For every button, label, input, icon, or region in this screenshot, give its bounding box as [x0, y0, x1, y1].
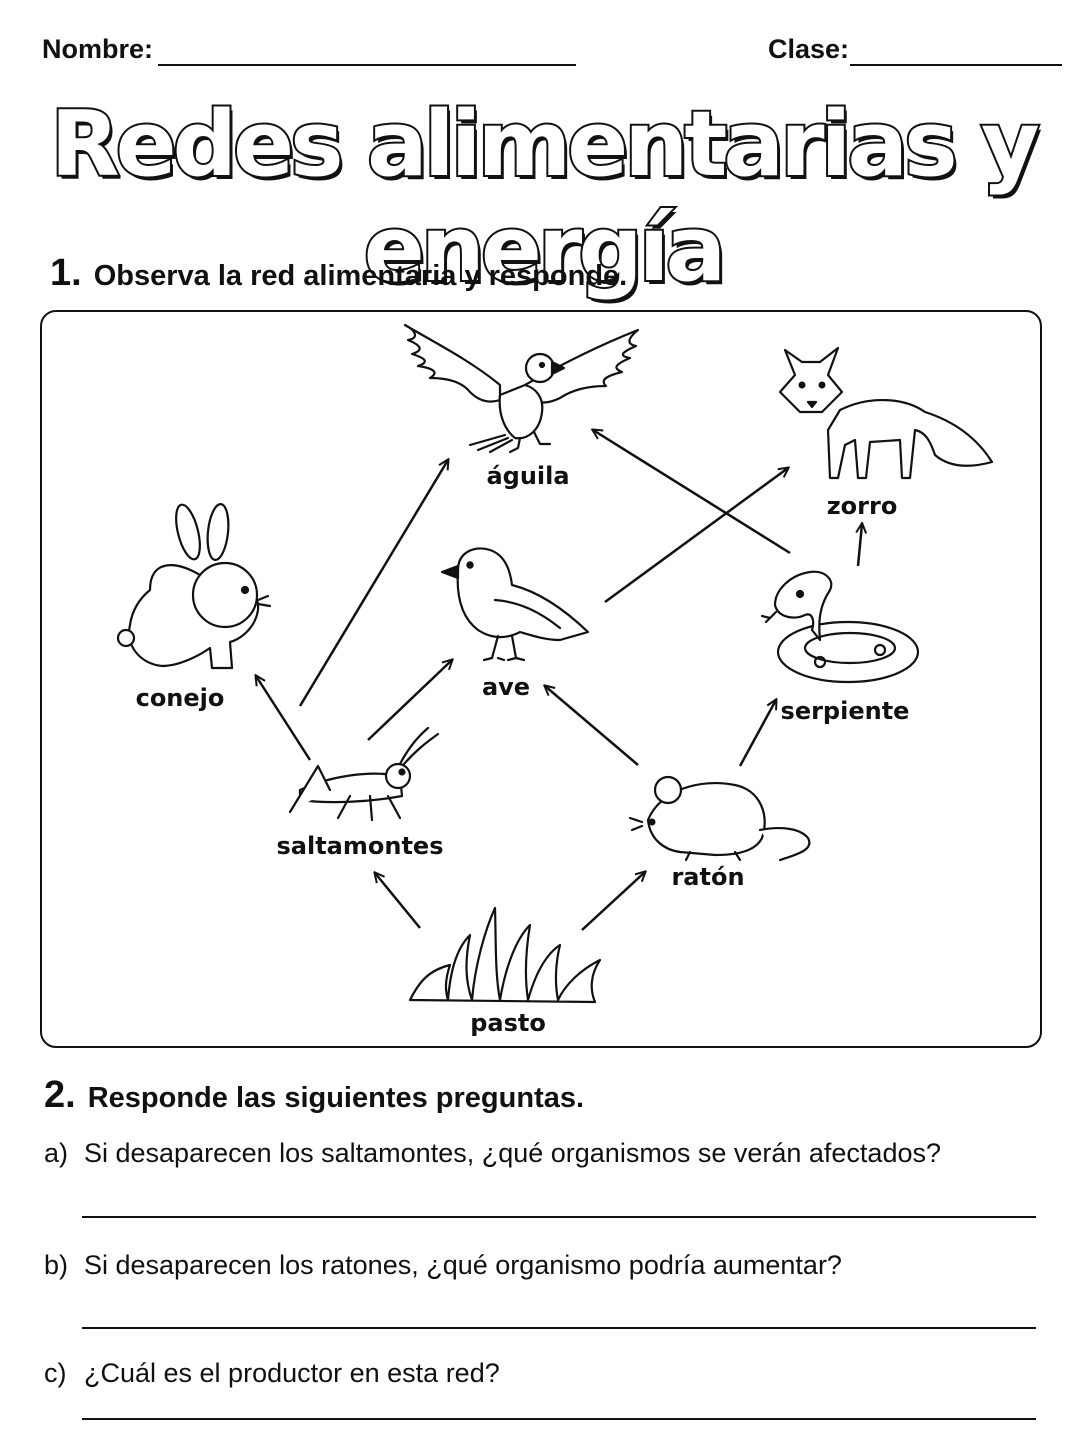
- arrow-raton-ave: [545, 686, 639, 766]
- food-web-frame: [40, 310, 1042, 1048]
- label-saltamontes: saltamontes: [277, 832, 444, 860]
- section-1-text: Observa la red alimentaria y responde.: [93, 260, 628, 292]
- label-conejo: conejo: [136, 684, 225, 712]
- arrow-ave-zorro: [604, 468, 788, 604]
- rabbit-icon: [116, 503, 272, 670]
- question-c-text: ¿Cuál es el productor en esta red?: [84, 1358, 500, 1388]
- mouse-icon: [628, 775, 811, 862]
- eagle-icon: [403, 323, 640, 454]
- section-2-text: Responde las siguientes preguntas.: [87, 1082, 585, 1114]
- answer-line-b[interactable]: [82, 1327, 1036, 1329]
- answer-line-a[interactable]: [82, 1216, 1036, 1218]
- arrow-saltamontes-aguila: [298, 460, 448, 707]
- label-raton: ratón: [671, 863, 744, 891]
- answer-line-c[interactable]: [82, 1418, 1036, 1420]
- question-b-text: Si desaparecen los ratones, ¿qué organis…: [84, 1250, 842, 1280]
- arrow-serpiente-zorro: [858, 524, 862, 567]
- section-1-heading: 1. Observa la red alimentaria y responde.: [50, 252, 627, 295]
- arrow-saltamontes-conejo: [256, 676, 312, 761]
- label-ave: ave: [482, 673, 530, 701]
- grasshopper-icon: [288, 726, 440, 822]
- question-a: a) Si desaparecen los saltamontes, ¿qué o…: [44, 1138, 941, 1169]
- question-b: b) Si desaparecen los ratones, ¿qué organ…: [44, 1250, 842, 1281]
- question-a-letter: a): [44, 1138, 69, 1168]
- fox-icon: [778, 346, 994, 480]
- arrow-serpiente-aguila: [593, 430, 791, 555]
- question-c: c) ¿Cuál es el productor en esta red?: [44, 1358, 500, 1389]
- label-zorro: zorro: [827, 492, 898, 520]
- label-pasto: pasto: [470, 1009, 546, 1037]
- arrow-pasto-saltamontes: [375, 873, 421, 929]
- bird-icon: [440, 547, 590, 662]
- question-c-letter: c): [44, 1358, 67, 1388]
- arrow-saltamontes-ave: [367, 660, 452, 741]
- question-a-text: Si desaparecen los saltamontes, ¿qué org…: [84, 1138, 941, 1168]
- label-serpiente: serpiente: [781, 697, 910, 725]
- class-answer-line[interactable]: [850, 64, 1062, 66]
- grass-icon: [408, 906, 602, 1004]
- question-b-letter: b): [44, 1250, 69, 1280]
- section-2-heading: 2. Responde las siguientes preguntas.: [44, 1074, 584, 1117]
- snake-icon: [760, 570, 920, 684]
- arrow-pasto-raton: [581, 872, 645, 931]
- page-title: Redes alimentarias y energía: [48, 90, 1041, 304]
- name-label: Nombre:: [42, 34, 154, 64]
- label-aguila: águila: [486, 462, 569, 490]
- section-1-number: 1.: [50, 252, 82, 294]
- class-label: Clase:: [768, 34, 850, 64]
- section-2-number: 2.: [44, 1074, 76, 1116]
- name-answer-line[interactable]: [158, 64, 576, 66]
- arrow-raton-serpiente: [738, 700, 776, 767]
